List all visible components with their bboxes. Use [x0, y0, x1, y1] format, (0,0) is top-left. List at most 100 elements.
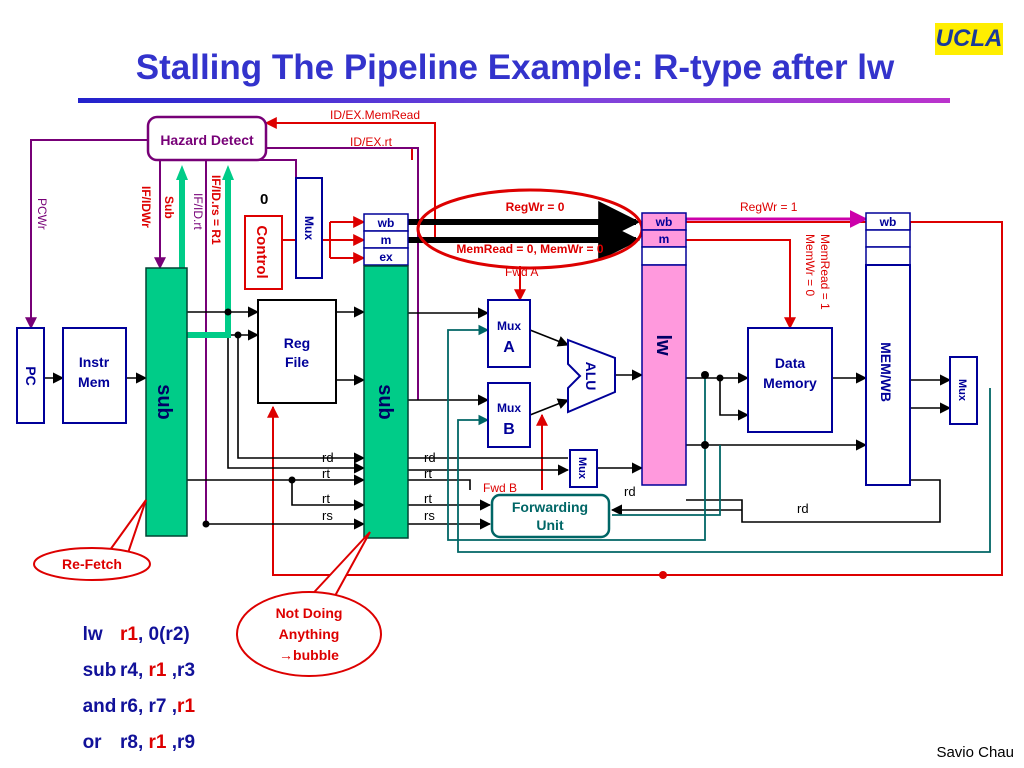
refetch-label: Re-Fetch [62, 556, 122, 572]
label-rt-3: rt [424, 466, 432, 481]
not-doing-label-2: Anything [279, 626, 340, 642]
reg-file-block: Reg File [257, 299, 337, 404]
label-if-idwr: IF/IDWr [139, 186, 153, 228]
ex-mem-register: wb m lw [641, 212, 687, 486]
alu-block: ALU [567, 338, 616, 414]
forwarding-wires [447, 324, 991, 553]
code-op: lw [82, 624, 103, 645]
signal-labels: ID/EX.MemRead ID/EX.rt PCWr IF/IDWr Sub … [35, 108, 832, 523]
reg-file-label-2: File [285, 354, 309, 370]
junction-dots [202, 308, 724, 579]
label-rd-1: rd [322, 450, 334, 465]
control-bus [408, 201, 641, 261]
instr-mem-label-1: Instr [79, 354, 110, 370]
mem-wb-wb-label: wb [879, 215, 897, 229]
hazard-detect-label: Hazard Detect [160, 132, 254, 148]
if-id-register: sub [145, 267, 188, 537]
id-ex-stage-label: sub [374, 384, 396, 420]
control-mux: Mux 0 [260, 177, 323, 279]
dest-mux-label: Mux [576, 457, 588, 480]
author-credit: Savio Chau [936, 744, 1014, 761]
label-rd-4: rd [797, 501, 809, 516]
label-fwd-b: Fwd B [483, 481, 517, 495]
not-doing-label-3: →bubble [279, 647, 339, 663]
refetch-callout: Re-Fetch [33, 499, 151, 581]
code-arg: r8, [120, 732, 149, 753]
label-if-id-rs: IF/ID.rs = R1 [209, 175, 223, 245]
pc-block: PC [16, 327, 45, 424]
mux-zero-input: 0 [260, 191, 268, 208]
hazard-wires [25, 139, 419, 524]
mux-b-label-1: Mux [497, 401, 521, 415]
label-rt-1: rt [322, 466, 330, 481]
instr-mem-block: Instr Mem [62, 327, 127, 424]
mux-a-label-2: A [503, 339, 515, 356]
data-memory-label-2: Memory [763, 375, 817, 391]
ex-mem-wb-label: wb [655, 215, 673, 229]
instr-mem-label-2: Mem [78, 374, 110, 390]
control-mux-label: Mux [302, 216, 316, 240]
code-arg: r1 [148, 732, 167, 753]
rs-bus-arrow-2 [222, 165, 234, 180]
label-memread-1: MemRead = 1 [818, 234, 832, 310]
hazard-detect-block: Hazard Detect [146, 115, 268, 162]
title-underline [78, 98, 950, 103]
reg-file-label-1: Reg [284, 335, 310, 351]
rs-bus-arrow-1 [176, 165, 188, 180]
label-if-id-rt: IF/ID.rt [191, 193, 205, 230]
mux-a-label-1: Mux [497, 319, 521, 333]
mux-b-label-2: B [503, 421, 515, 438]
mem-wb-register: wb MEM/WB [865, 212, 911, 486]
label-memwr-0: MemWr = 0 [803, 234, 817, 296]
code-line-or: or r8, r1 ,r9 [72, 710, 195, 754]
mem-wb-stage-label: MEM/WB [878, 342, 894, 402]
label-pcwr: PCWr [35, 198, 49, 230]
mux-b-block: Mux B [487, 382, 531, 448]
not-doing-label-1: Not Doing [276, 605, 343, 621]
forwarding-unit-block: Forwarding Unit [490, 493, 611, 539]
code-arg: r1 [177, 696, 196, 717]
label-id-ex-rt: ID/EX.rt [350, 135, 393, 149]
id-ex-m-label: m [381, 233, 392, 247]
code-op: or [82, 732, 102, 753]
wb-mux-block: Mux [949, 356, 978, 425]
rs-bus [179, 175, 231, 338]
label-memread-memwr-0: MemRead = 0, MemWr = 0 [456, 242, 603, 256]
code-arg: ,r3 [166, 660, 196, 681]
code-arg: r1 [148, 660, 167, 681]
data-memory-label-1: Data [775, 355, 806, 371]
code-arg: ,r9 [166, 732, 196, 753]
code-op: and [82, 696, 117, 717]
page-title: Stalling The Pipeline Example: R-type af… [135, 48, 895, 87]
code-arg: r1 [120, 624, 138, 645]
control-label: Control [253, 225, 270, 278]
label-fwd-a: Fwd A [505, 265, 538, 279]
code-arg: , 0(r2) [137, 624, 190, 645]
code-op: sub [82, 660, 117, 681]
forwarding-unit-label-2: Unit [536, 517, 564, 533]
label-rs-2: rs [424, 508, 435, 523]
forwarding-unit-label-1: Forwarding [512, 499, 588, 515]
control-block: Control [244, 215, 283, 290]
label-id-ex-memread: ID/EX.MemRead [330, 108, 420, 122]
code-line-lw: lw r1, 0(r2) [72, 602, 190, 646]
label-sub: Sub [162, 196, 176, 219]
id-ex-ex-label: ex [379, 250, 393, 264]
ex-mem-stage-label: lw [652, 334, 674, 356]
label-rt-4: rt [424, 491, 432, 506]
alu-label: ALU [583, 362, 599, 391]
wb-mux-label: Mux [956, 379, 968, 402]
code-arg: r4, [120, 660, 149, 681]
not-doing-callout: Not Doing Anything →bubble [236, 531, 382, 677]
data-memory-block: Data Memory [747, 327, 833, 433]
id-ex-wb-label: wb [377, 216, 395, 230]
pc-label: PC [23, 366, 39, 385]
label-rd-3: rd [624, 484, 636, 499]
code-arg: r6, r7 , [120, 696, 178, 717]
dest-mux-block: Mux [569, 449, 598, 488]
ex-mem-m-label: m [659, 232, 670, 246]
label-regwr-0: RegWr = 0 [506, 200, 565, 214]
id-ex-register: wb m ex sub [363, 213, 409, 539]
